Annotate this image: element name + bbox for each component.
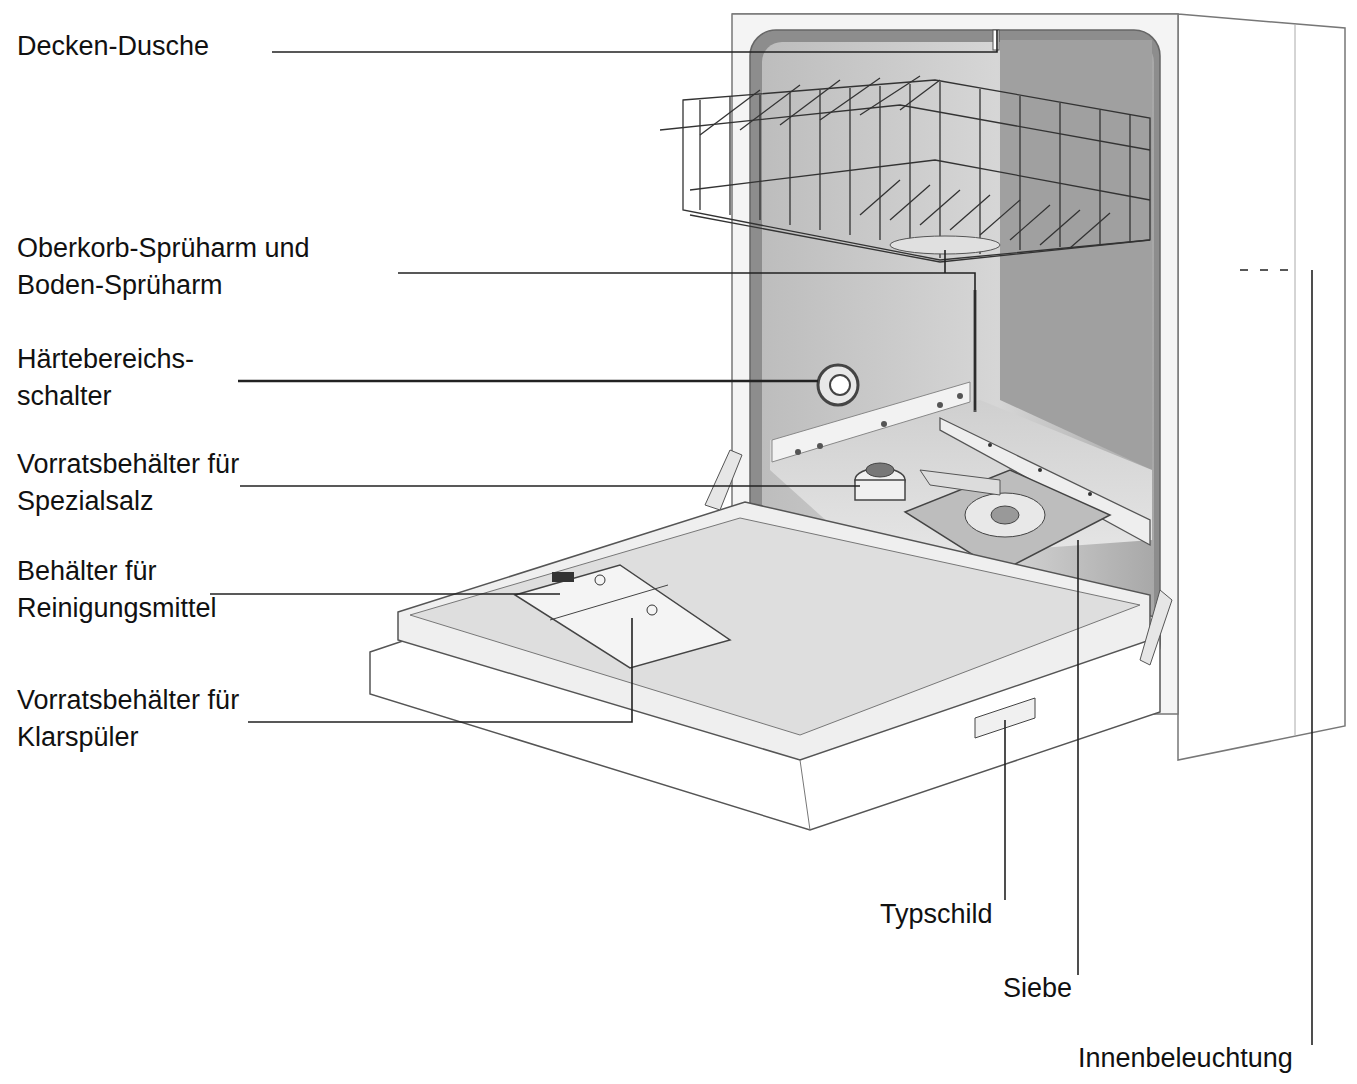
part-label: Decken-Dusche (17, 28, 277, 65)
part-label: Oberkorb-Sprüharm und Boden-Sprüharm (17, 230, 362, 304)
part-label: Siebe (1003, 970, 1103, 1007)
part-label: Behälter für Reinigungsmittel (17, 553, 252, 627)
part-label: Vorratsbehälter für Klarspüler (17, 682, 242, 756)
leader-lines (210, 30, 1312, 1045)
part-label: Vorratsbehälter für Spezialsalz (17, 446, 242, 520)
part-label: Innenbeleuchtung (1078, 1040, 1338, 1077)
part-label: Typschild (880, 896, 1020, 933)
part-label: Härtebereichs- schalter (17, 341, 237, 415)
